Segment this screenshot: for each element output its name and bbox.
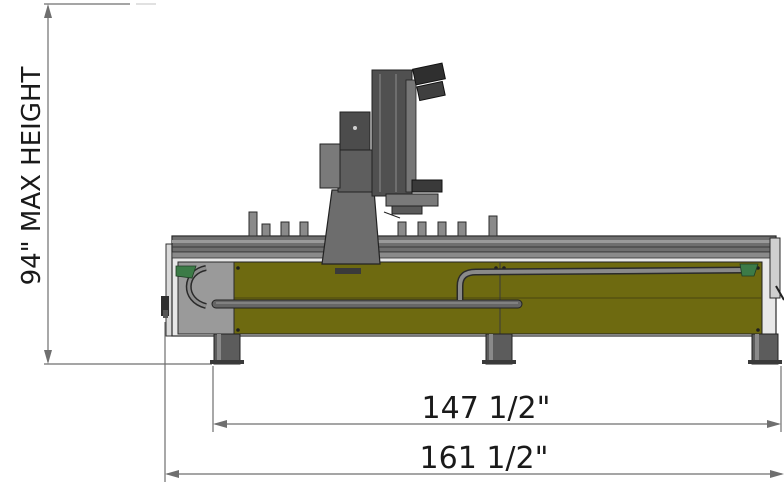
z-axis-block <box>337 149 373 193</box>
outer-width-dimension: 161 1/2" <box>164 322 784 482</box>
inner-width-dimension: 147 1/2" <box>212 366 782 432</box>
spindle-motor <box>339 111 371 151</box>
lower-tube-rail <box>211 299 523 309</box>
height-arrow-top <box>44 4 52 18</box>
height-dimension: 94" MAX HEIGHT <box>17 3 212 365</box>
height-arrow-bottom <box>44 350 52 364</box>
cable-hoses <box>185 265 747 309</box>
inner-arrow-left <box>213 420 227 428</box>
inner-width-label: 147 1/2" <box>422 391 551 426</box>
tool-sensor-head <box>412 62 446 102</box>
outer-arrow-left <box>165 470 179 478</box>
left-green-fitting <box>175 265 197 279</box>
gantry-carriage <box>321 189 381 265</box>
z-axis-column <box>371 69 413 197</box>
tool-changer-carousel <box>383 179 443 219</box>
right-end-cap <box>769 237 784 301</box>
height-label: 94" MAX HEIGHT <box>17 66 47 285</box>
tool-holders <box>248 211 498 237</box>
inner-arrow-right <box>767 420 781 428</box>
outer-arrow-right <box>770 470 784 478</box>
outer-width-label: 161 1/2" <box>420 441 549 476</box>
cnc-machine <box>161 62 784 365</box>
support-legs <box>210 333 782 365</box>
gantry-rail <box>171 235 777 259</box>
gantry-spindle-assembly <box>319 62 446 274</box>
right-green-fitting <box>739 263 759 277</box>
